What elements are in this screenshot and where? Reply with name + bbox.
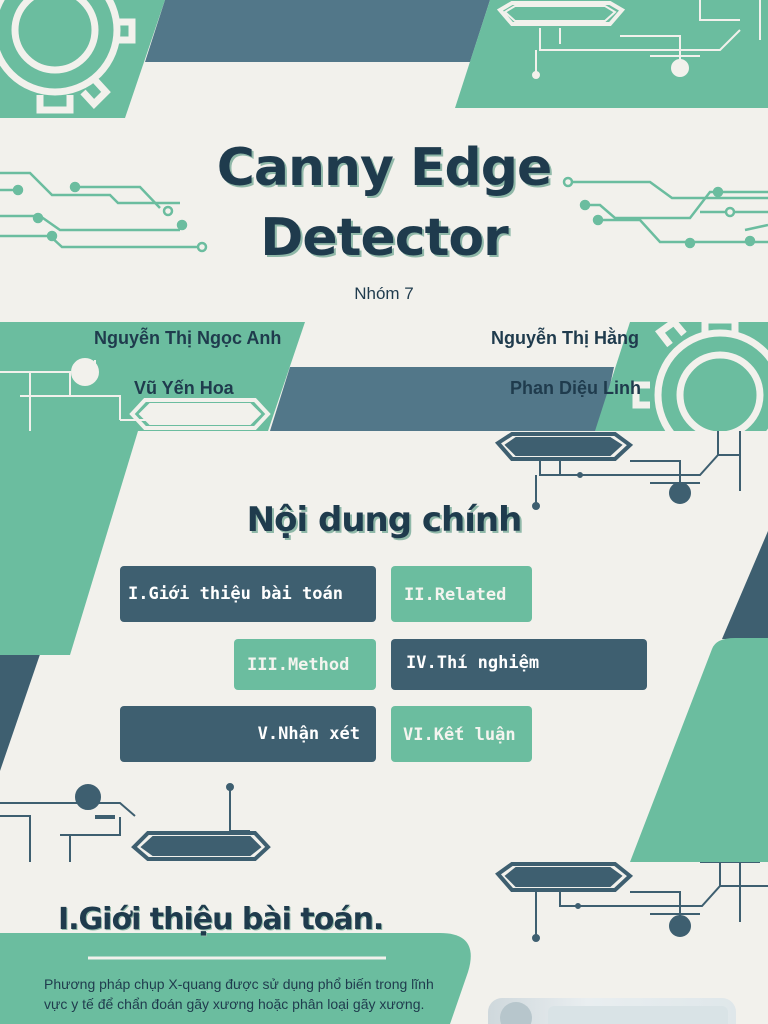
- toc-title: Nội dung chính: [246, 500, 523, 540]
- toc-item-experiment[interactable]: IV.Thí nghiệm: [391, 639, 647, 690]
- circuit-board-icon: [494, 431, 741, 510]
- green-block-top-right: [455, 0, 768, 108]
- member-name: Nguyễn Thị Hằng: [491, 328, 639, 348]
- presentation-title-line-1: Canny Edge: [216, 138, 553, 198]
- table-of-contents-slide: Nội dung chính I.Giới thiệu bài toán II.…: [0, 431, 768, 862]
- green-block-left: [0, 431, 138, 655]
- dark-strip-right: [722, 531, 768, 639]
- section-title: I.Giới thiệu bài toán.: [58, 902, 384, 937]
- toc-item-related[interactable]: II.Related: [391, 566, 532, 622]
- green-block-right: [630, 638, 768, 862]
- circuit-board-icon: [495, 862, 768, 942]
- toc-item-remarks[interactable]: V.Nhận xét: [120, 706, 376, 762]
- section-body-text: Phương pháp chụp X-quang được sử dụng ph…: [44, 976, 434, 1012]
- gear-icon: [0, 0, 136, 114]
- intro-slide-decoration: [0, 862, 768, 1024]
- dark-band-bottom: [270, 367, 614, 431]
- toc-item-method[interactable]: III.Method: [234, 639, 376, 690]
- title-slide-decoration: [0, 0, 768, 431]
- circuit-board-icon: [0, 783, 271, 862]
- presentation-title-line-2: Detector: [260, 208, 509, 268]
- circuit-board-icon: [0, 358, 271, 431]
- member-name: Phan Diệu Linh: [510, 378, 642, 398]
- circuit-board-icon: [496, 0, 761, 79]
- group-name: Nhóm 7: [354, 284, 414, 303]
- dark-strip-left: [0, 631, 48, 771]
- title-slide: Canny Edge Detector Nhóm 7 Nguyễn Thị Ng…: [0, 0, 768, 431]
- green-content-panel: [0, 933, 471, 1024]
- dark-band-top: [145, 0, 490, 62]
- member-name: Vũ Yến Hoa: [134, 378, 234, 398]
- toc-item-introduction[interactable]: I.Giới thiệu bài toán: [120, 566, 376, 622]
- member-name: Nguyễn Thị Ngọc Anh: [94, 328, 282, 348]
- toc-slide-decoration: [0, 431, 768, 862]
- introduction-slide: I.Giới thiệu bài toán. Phương pháp chụp …: [0, 862, 768, 1024]
- toc-item-conclusion[interactable]: VI.Kết luận: [391, 706, 532, 762]
- xray-photo: [488, 998, 736, 1024]
- circuit-lines-icon: [562, 176, 768, 249]
- circuit-lines-icon: [0, 171, 208, 253]
- gear-icon: [632, 316, 768, 431]
- photo-placeholder-icon: [500, 1002, 728, 1024]
